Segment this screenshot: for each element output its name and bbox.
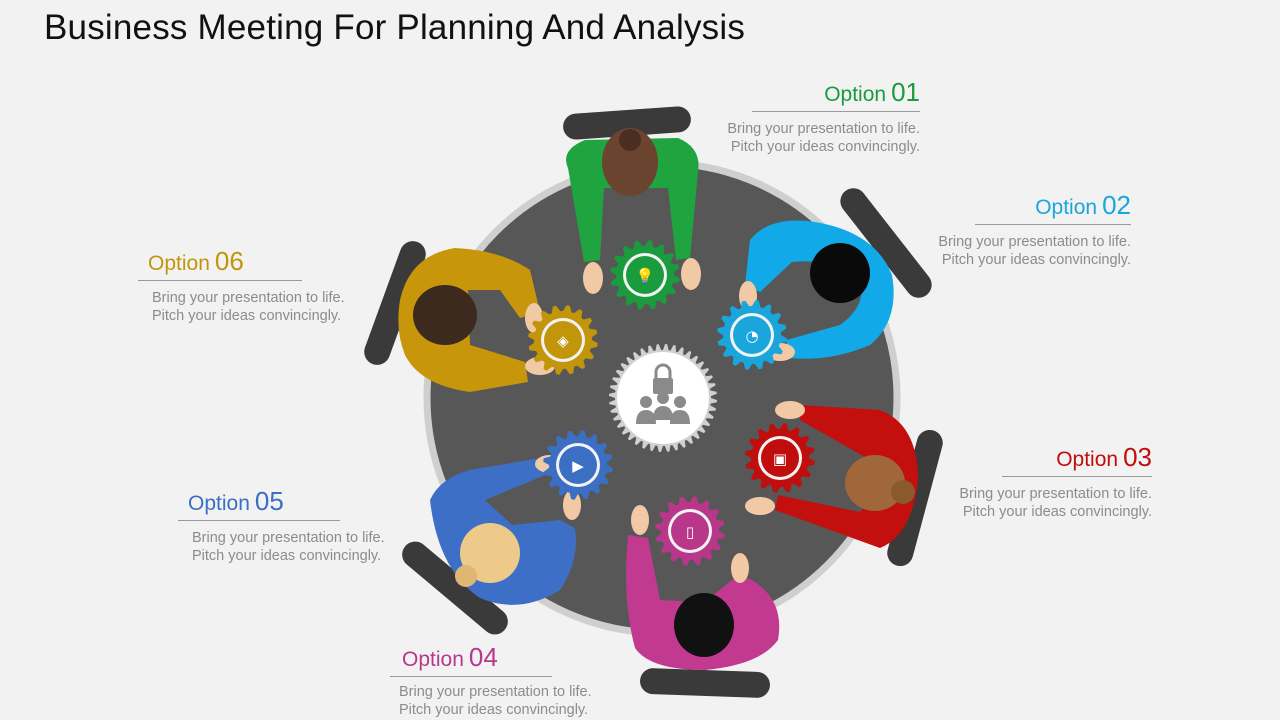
- gear-option-05: ▶: [543, 430, 613, 500]
- gear-option-01: 💡: [610, 240, 680, 310]
- chair-back-4: [640, 668, 770, 698]
- option-word: Option: [188, 492, 250, 515]
- video-screen-icon: ▶: [572, 457, 584, 475]
- option-description: Bring your presentation to life.Pitch yo…: [938, 234, 1131, 268]
- option-number: 06: [214, 246, 244, 276]
- chair-back-6: [364, 241, 426, 365]
- person-option-01: [566, 128, 701, 294]
- option-word: Option: [402, 648, 464, 671]
- option-word: Option: [1035, 196, 1098, 219]
- pie-chart-icon: ◔: [745, 327, 758, 345]
- option-description: Bring your presentation to life.Pitch yo…: [959, 486, 1152, 520]
- option-number: 01: [891, 77, 920, 107]
- price-tag-icon: ◈: [557, 332, 569, 350]
- divider: [975, 224, 1131, 225]
- divider: [390, 676, 552, 677]
- option-description: Bring your presentation to life.Pitch yo…: [192, 530, 385, 564]
- gear-option-04: ▯: [655, 496, 725, 566]
- person-option-03: [745, 401, 918, 548]
- person-option-06: [398, 248, 555, 392]
- divider: [752, 111, 920, 112]
- center-gear: [609, 344, 717, 452]
- person-option-05: [430, 455, 581, 605]
- option-description: Bring your presentation to life.Pitch yo…: [727, 121, 920, 155]
- presentation-board-icon: ▣: [773, 450, 787, 468]
- gear-option-03: ▣: [745, 423, 815, 493]
- person-option-02: [739, 220, 894, 361]
- gear-option-06: ◈: [528, 305, 598, 375]
- divider: [138, 280, 302, 281]
- option-word: Option: [824, 83, 887, 106]
- option-description: Bring your presentation to life.Pitch yo…: [152, 290, 345, 324]
- gear-option-02: ◔: [717, 300, 787, 370]
- option-number: 04: [468, 642, 498, 672]
- chair-back-2: [840, 188, 932, 298]
- option-word: Option: [148, 252, 210, 275]
- mobile-phone-icon: ▯: [686, 523, 694, 541]
- option-number: 05: [254, 486, 284, 516]
- divider: [1002, 476, 1152, 477]
- option-number: 03: [1123, 442, 1152, 472]
- chair-back-1: [563, 106, 691, 140]
- option-description: Bring your presentation to life.Pitch yo…: [399, 684, 592, 718]
- option-word: Option: [1056, 448, 1119, 471]
- option-number: 02: [1102, 190, 1131, 220]
- divider: [178, 520, 340, 521]
- page-title: Business Meeting For Planning And Analys…: [44, 8, 746, 47]
- chair-back-5: [402, 541, 508, 635]
- person-option-04: [626, 505, 780, 670]
- team-lock-icon: [636, 363, 690, 424]
- lightbulb-icon: 💡: [636, 267, 655, 285]
